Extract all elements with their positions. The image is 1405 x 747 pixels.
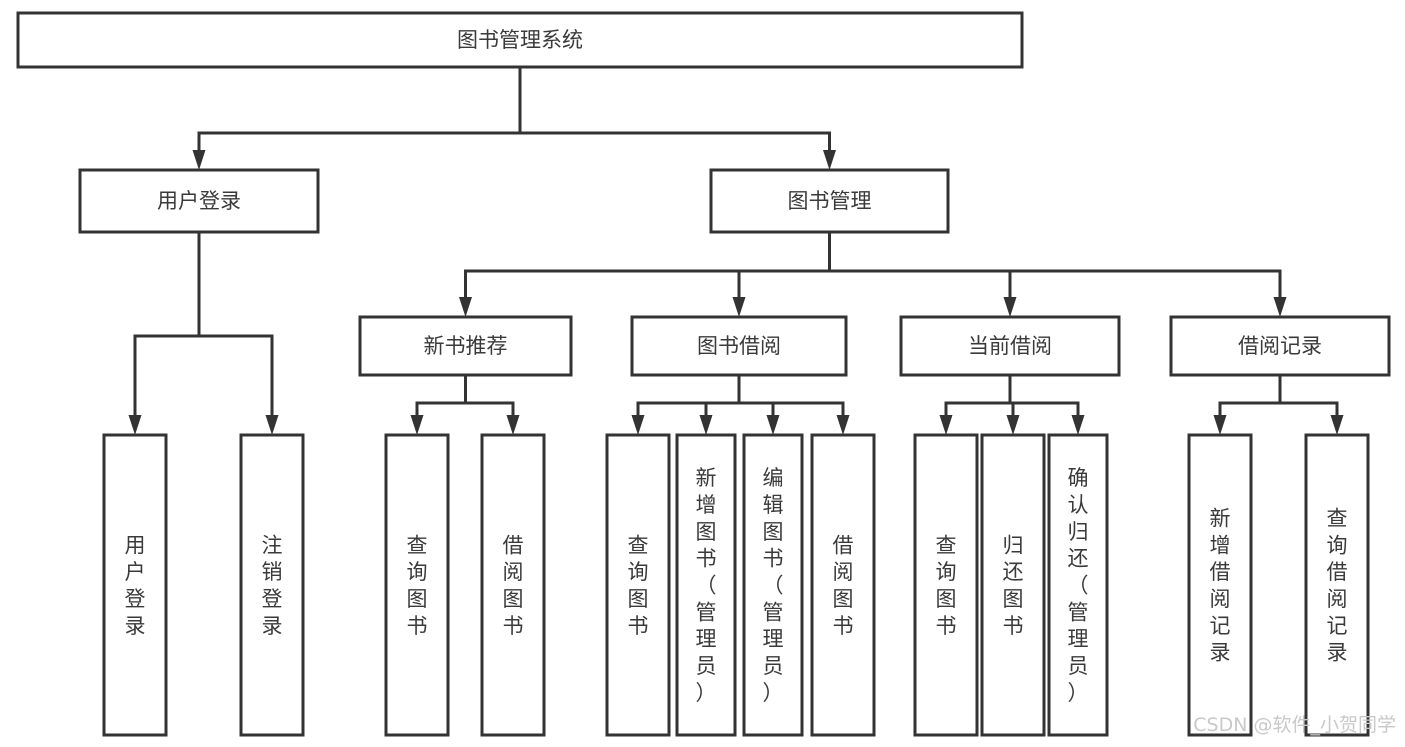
node-box-leaf_add_record	[1187, 433, 1253, 737]
node-label-leaf_return_book: 归还图书	[1003, 533, 1024, 638]
node-leaf_borrow_book_2[interactable]: 借阅图书	[810, 433, 876, 737]
arrowhead-leaf_return_book	[1006, 415, 1020, 435]
arrowhead-leaf_user_logout	[265, 415, 279, 435]
node-borrow_record[interactable]: 借阅记录	[1169, 315, 1391, 377]
arrowhead-leaf_query_book_2	[631, 415, 645, 435]
node-label-leaf_add_book: 新增图书（管理员）	[696, 466, 717, 705]
node-leaf_query_book_1[interactable]: 查询图书	[384, 433, 450, 737]
node-root[interactable]: 图书管理系统	[16, 11, 1024, 69]
node-label-leaf_query_record: 查询借阅记录	[1327, 506, 1348, 664]
node-box-leaf_borrow_book_2	[810, 433, 876, 737]
node-box-leaf_add_book	[675, 433, 737, 737]
node-leaf_confirm_return[interactable]: 确认归还（管理员）	[1047, 433, 1109, 737]
arrowhead-leaf_add_book	[699, 415, 713, 435]
arrowhead-leaf_confirm_return	[1071, 415, 1085, 435]
node-leaf_query_book_2[interactable]: 查询图书	[605, 433, 671, 737]
arrowhead-book_borrow	[732, 297, 746, 317]
node-label-leaf_query_book_2: 查询图书	[628, 533, 649, 638]
node-box-leaf_query_book_3	[913, 433, 979, 737]
node-leaf_user_login[interactable]: 用户登录	[102, 433, 168, 737]
node-label-leaf_user_logout: 注销登录	[262, 533, 283, 638]
node-box-leaf_query_book_1	[384, 433, 450, 737]
node-box-borrow_record	[1169, 315, 1391, 377]
node-label-borrow_record: 借阅记录	[1238, 334, 1322, 358]
node-box-leaf_borrow_book_1	[480, 433, 546, 737]
node-box-user_login	[78, 168, 320, 234]
node-box-leaf_edit_book	[742, 433, 804, 737]
node-label-current_borrow: 当前借阅	[968, 334, 1052, 358]
node-label-book_manage: 图书管理	[788, 189, 872, 213]
node-leaf_borrow_book_1[interactable]: 借阅图书	[480, 433, 546, 737]
node-layer: 图书管理系统用户登录图书管理新书推荐图书借阅当前借阅借阅记录用户登录注销登录查询…	[16, 11, 1391, 737]
node-leaf_edit_book[interactable]: 编辑图书（管理员）	[742, 433, 804, 737]
arrowhead-user_login	[192, 150, 206, 170]
node-label-leaf_confirm_return: 确认归还（管理员）	[1068, 466, 1089, 705]
node-box-root	[16, 11, 1024, 69]
node-box-book_borrow	[630, 315, 848, 377]
node-label-leaf_user_login: 用户登录	[125, 533, 146, 638]
node-leaf_add_book[interactable]: 新增图书（管理员）	[675, 433, 737, 737]
arrowhead-leaf_borrow_book_1	[506, 415, 520, 435]
node-box-leaf_user_login	[102, 433, 168, 737]
node-box-new_book_rec	[358, 315, 573, 377]
node-book_manage[interactable]: 图书管理	[709, 168, 950, 234]
node-label-leaf_borrow_book_2: 借阅图书	[833, 533, 854, 638]
node-leaf_return_book[interactable]: 归还图书	[980, 433, 1046, 737]
arrowhead-book_manage	[823, 150, 836, 170]
node-current_borrow[interactable]: 当前借阅	[899, 315, 1121, 377]
node-label-leaf_query_book_1: 查询图书	[407, 533, 428, 638]
node-label-leaf_edit_book: 编辑图书（管理员）	[763, 466, 784, 705]
arrowhead-leaf_query_record	[1330, 415, 1344, 435]
node-box-leaf_user_logout	[239, 433, 305, 737]
node-box-leaf_query_book_2	[605, 433, 671, 737]
node-label-leaf_add_record: 新增借阅记录	[1210, 506, 1231, 664]
arrowhead-leaf_query_book_3	[939, 415, 953, 435]
arrowhead-current_borrow	[1003, 297, 1017, 317]
node-label-leaf_borrow_book_1: 借阅图书	[503, 533, 524, 638]
arrowhead-leaf_add_record	[1213, 415, 1227, 435]
csdn-watermark: CSDN @软件_小贺同学	[1193, 714, 1396, 736]
node-box-book_manage	[709, 168, 950, 234]
connector-layer	[128, 65, 1344, 435]
node-label-root: 图书管理系统	[457, 28, 583, 52]
node-leaf_user_logout[interactable]: 注销登录	[239, 433, 305, 737]
node-leaf_add_record[interactable]: 新增借阅记录	[1187, 433, 1253, 737]
node-new_book_rec[interactable]: 新书推荐	[358, 315, 573, 377]
arrowhead-new_book_rec	[459, 297, 472, 317]
node-label-leaf_query_book_3: 查询图书	[936, 533, 957, 638]
node-box-leaf_confirm_return	[1047, 433, 1109, 737]
arrowhead-leaf_user_login	[128, 415, 142, 435]
node-book_borrow[interactable]: 图书借阅	[630, 315, 848, 377]
node-label-user_login: 用户登录	[157, 189, 241, 213]
node-box-leaf_query_record	[1304, 433, 1370, 737]
arrowhead-borrow_record	[1273, 297, 1287, 317]
arrowhead-leaf_edit_book	[766, 415, 780, 435]
node-user_login[interactable]: 用户登录	[78, 168, 320, 234]
arrowhead-leaf_query_book_1	[410, 415, 424, 435]
node-box-current_borrow	[899, 315, 1121, 377]
node-leaf_query_book_3[interactable]: 查询图书	[913, 433, 979, 737]
node-box-leaf_return_book	[980, 433, 1046, 737]
node-label-book_borrow: 图书借阅	[697, 334, 781, 358]
node-label-new_book_rec: 新书推荐	[424, 334, 508, 358]
arrowhead-leaf_borrow_book_2	[836, 415, 850, 435]
node-leaf_query_record[interactable]: 查询借阅记录	[1304, 433, 1370, 737]
